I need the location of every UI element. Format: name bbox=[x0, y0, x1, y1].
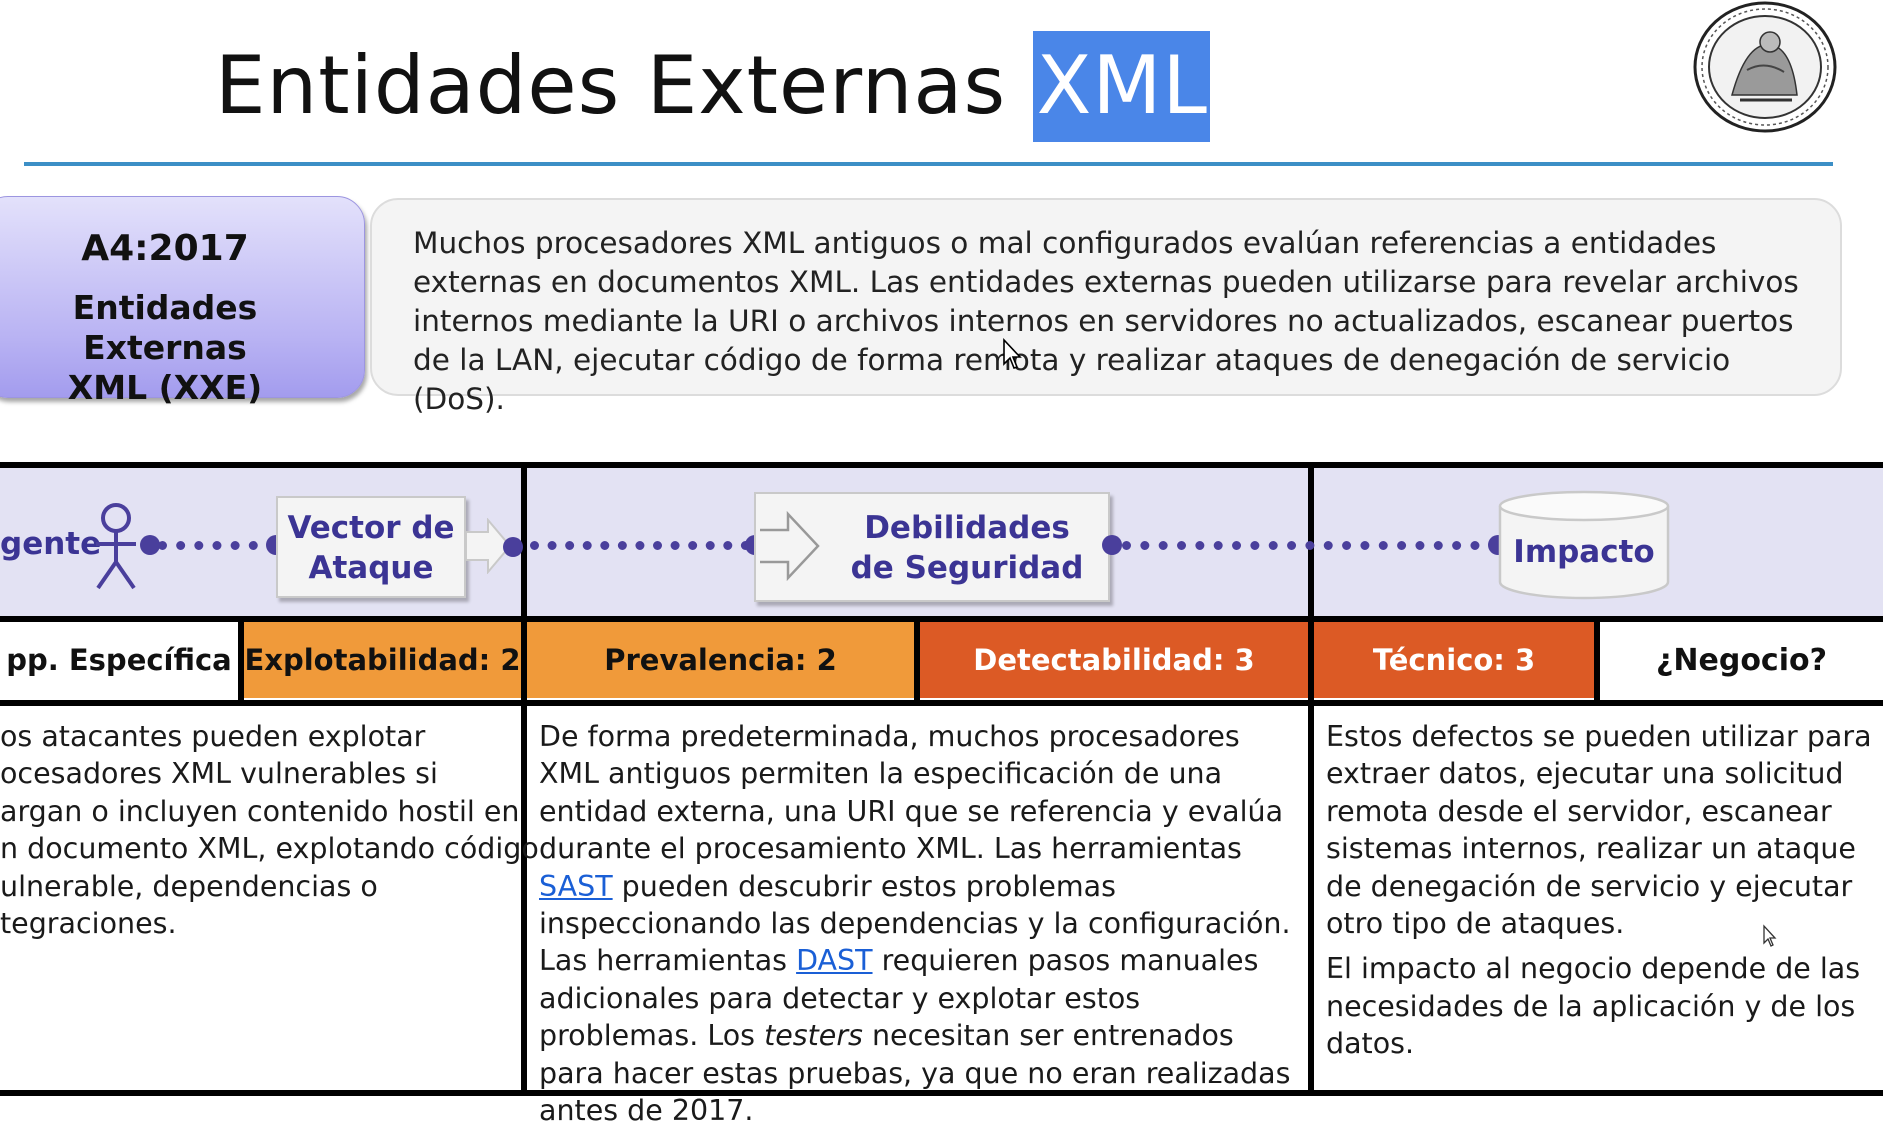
score-divider bbox=[1594, 618, 1600, 700]
score-business-impact: ¿Negocio? bbox=[1600, 622, 1883, 698]
score-divider bbox=[238, 618, 244, 700]
title-divider bbox=[24, 162, 1833, 166]
vector-line2: Ataque bbox=[308, 550, 434, 586]
mouse-pointer-icon bbox=[1003, 338, 1022, 369]
impact-business-text: El impacto al negocio depende de las nec… bbox=[1326, 952, 1861, 1061]
cylinder-icon bbox=[1498, 490, 1670, 600]
risk-name-line1: Entidades Externas bbox=[72, 288, 258, 367]
risk-badge bbox=[0, 196, 365, 398]
university-seal-icon bbox=[1693, 1, 1837, 133]
score-divider bbox=[914, 618, 920, 700]
title-text: Entidades Externas bbox=[215, 39, 1007, 132]
threat-agent-text: os atacantes pueden explotar ocesadores … bbox=[0, 720, 539, 941]
attack-vector-box: Vector de Ataque bbox=[276, 496, 466, 598]
description-box bbox=[370, 198, 1842, 396]
risk-id: A4:2017 bbox=[81, 228, 249, 269]
connector-dot bbox=[503, 537, 523, 557]
column-divider-2 bbox=[1308, 462, 1314, 1096]
dast-link[interactable]: DAST bbox=[796, 944, 873, 978]
vector-line1: Vector de bbox=[287, 510, 455, 546]
connector-line bbox=[158, 541, 276, 550]
person-icon bbox=[96, 503, 136, 590]
weakness-text: De forma predeterminada, muchos procesad… bbox=[539, 720, 1291, 1128]
risk-name-line2: XML (XXE) bbox=[67, 368, 263, 407]
table-bottom-border bbox=[0, 1090, 1883, 1096]
mouse-pointer-icon bbox=[1763, 924, 1777, 947]
slide-title: Entidades Externas XML bbox=[215, 31, 1210, 142]
arrow-right-icon bbox=[760, 510, 820, 582]
connector-line bbox=[1122, 541, 1498, 550]
score-exploitability: Explotabilidad: 2 bbox=[244, 622, 521, 698]
risk-name: Entidades Externas XML (XXE) bbox=[0, 288, 340, 408]
sast-link[interactable]: SAST bbox=[539, 869, 613, 903]
connector-dot bbox=[1102, 535, 1122, 555]
score-bottom-border bbox=[0, 700, 1883, 706]
score-technical-impact: Técnico: 3 bbox=[1314, 622, 1594, 698]
score-threat-agent: pp. Específica bbox=[0, 622, 238, 698]
table-top-border bbox=[0, 462, 1883, 468]
connector-line bbox=[530, 541, 750, 550]
connector-dot bbox=[140, 535, 160, 555]
agent-label: gente bbox=[0, 526, 102, 562]
impact-text: Estos defectos se pueden utilizar para e… bbox=[1326, 718, 1874, 1071]
score-prevalence: Prevalencia: 2 bbox=[527, 622, 914, 698]
risk-description: Muchos procesadores XML antiguos o mal c… bbox=[413, 226, 1799, 416]
score-detectability: Detectabilidad: 3 bbox=[920, 622, 1308, 698]
weakness-line2: de Seguridad bbox=[850, 550, 1084, 586]
column-divider-1 bbox=[521, 462, 527, 1096]
band-bottom-border bbox=[0, 616, 1883, 622]
weakness-line1: Debilidades bbox=[864, 510, 1070, 546]
impact-label: Impacto bbox=[1513, 534, 1655, 570]
impact-technical-text: Estos defectos se pueden utilizar para e… bbox=[1326, 720, 1872, 941]
title-selected-text[interactable]: XML bbox=[1032, 31, 1210, 142]
arrow-right-icon bbox=[465, 518, 512, 574]
